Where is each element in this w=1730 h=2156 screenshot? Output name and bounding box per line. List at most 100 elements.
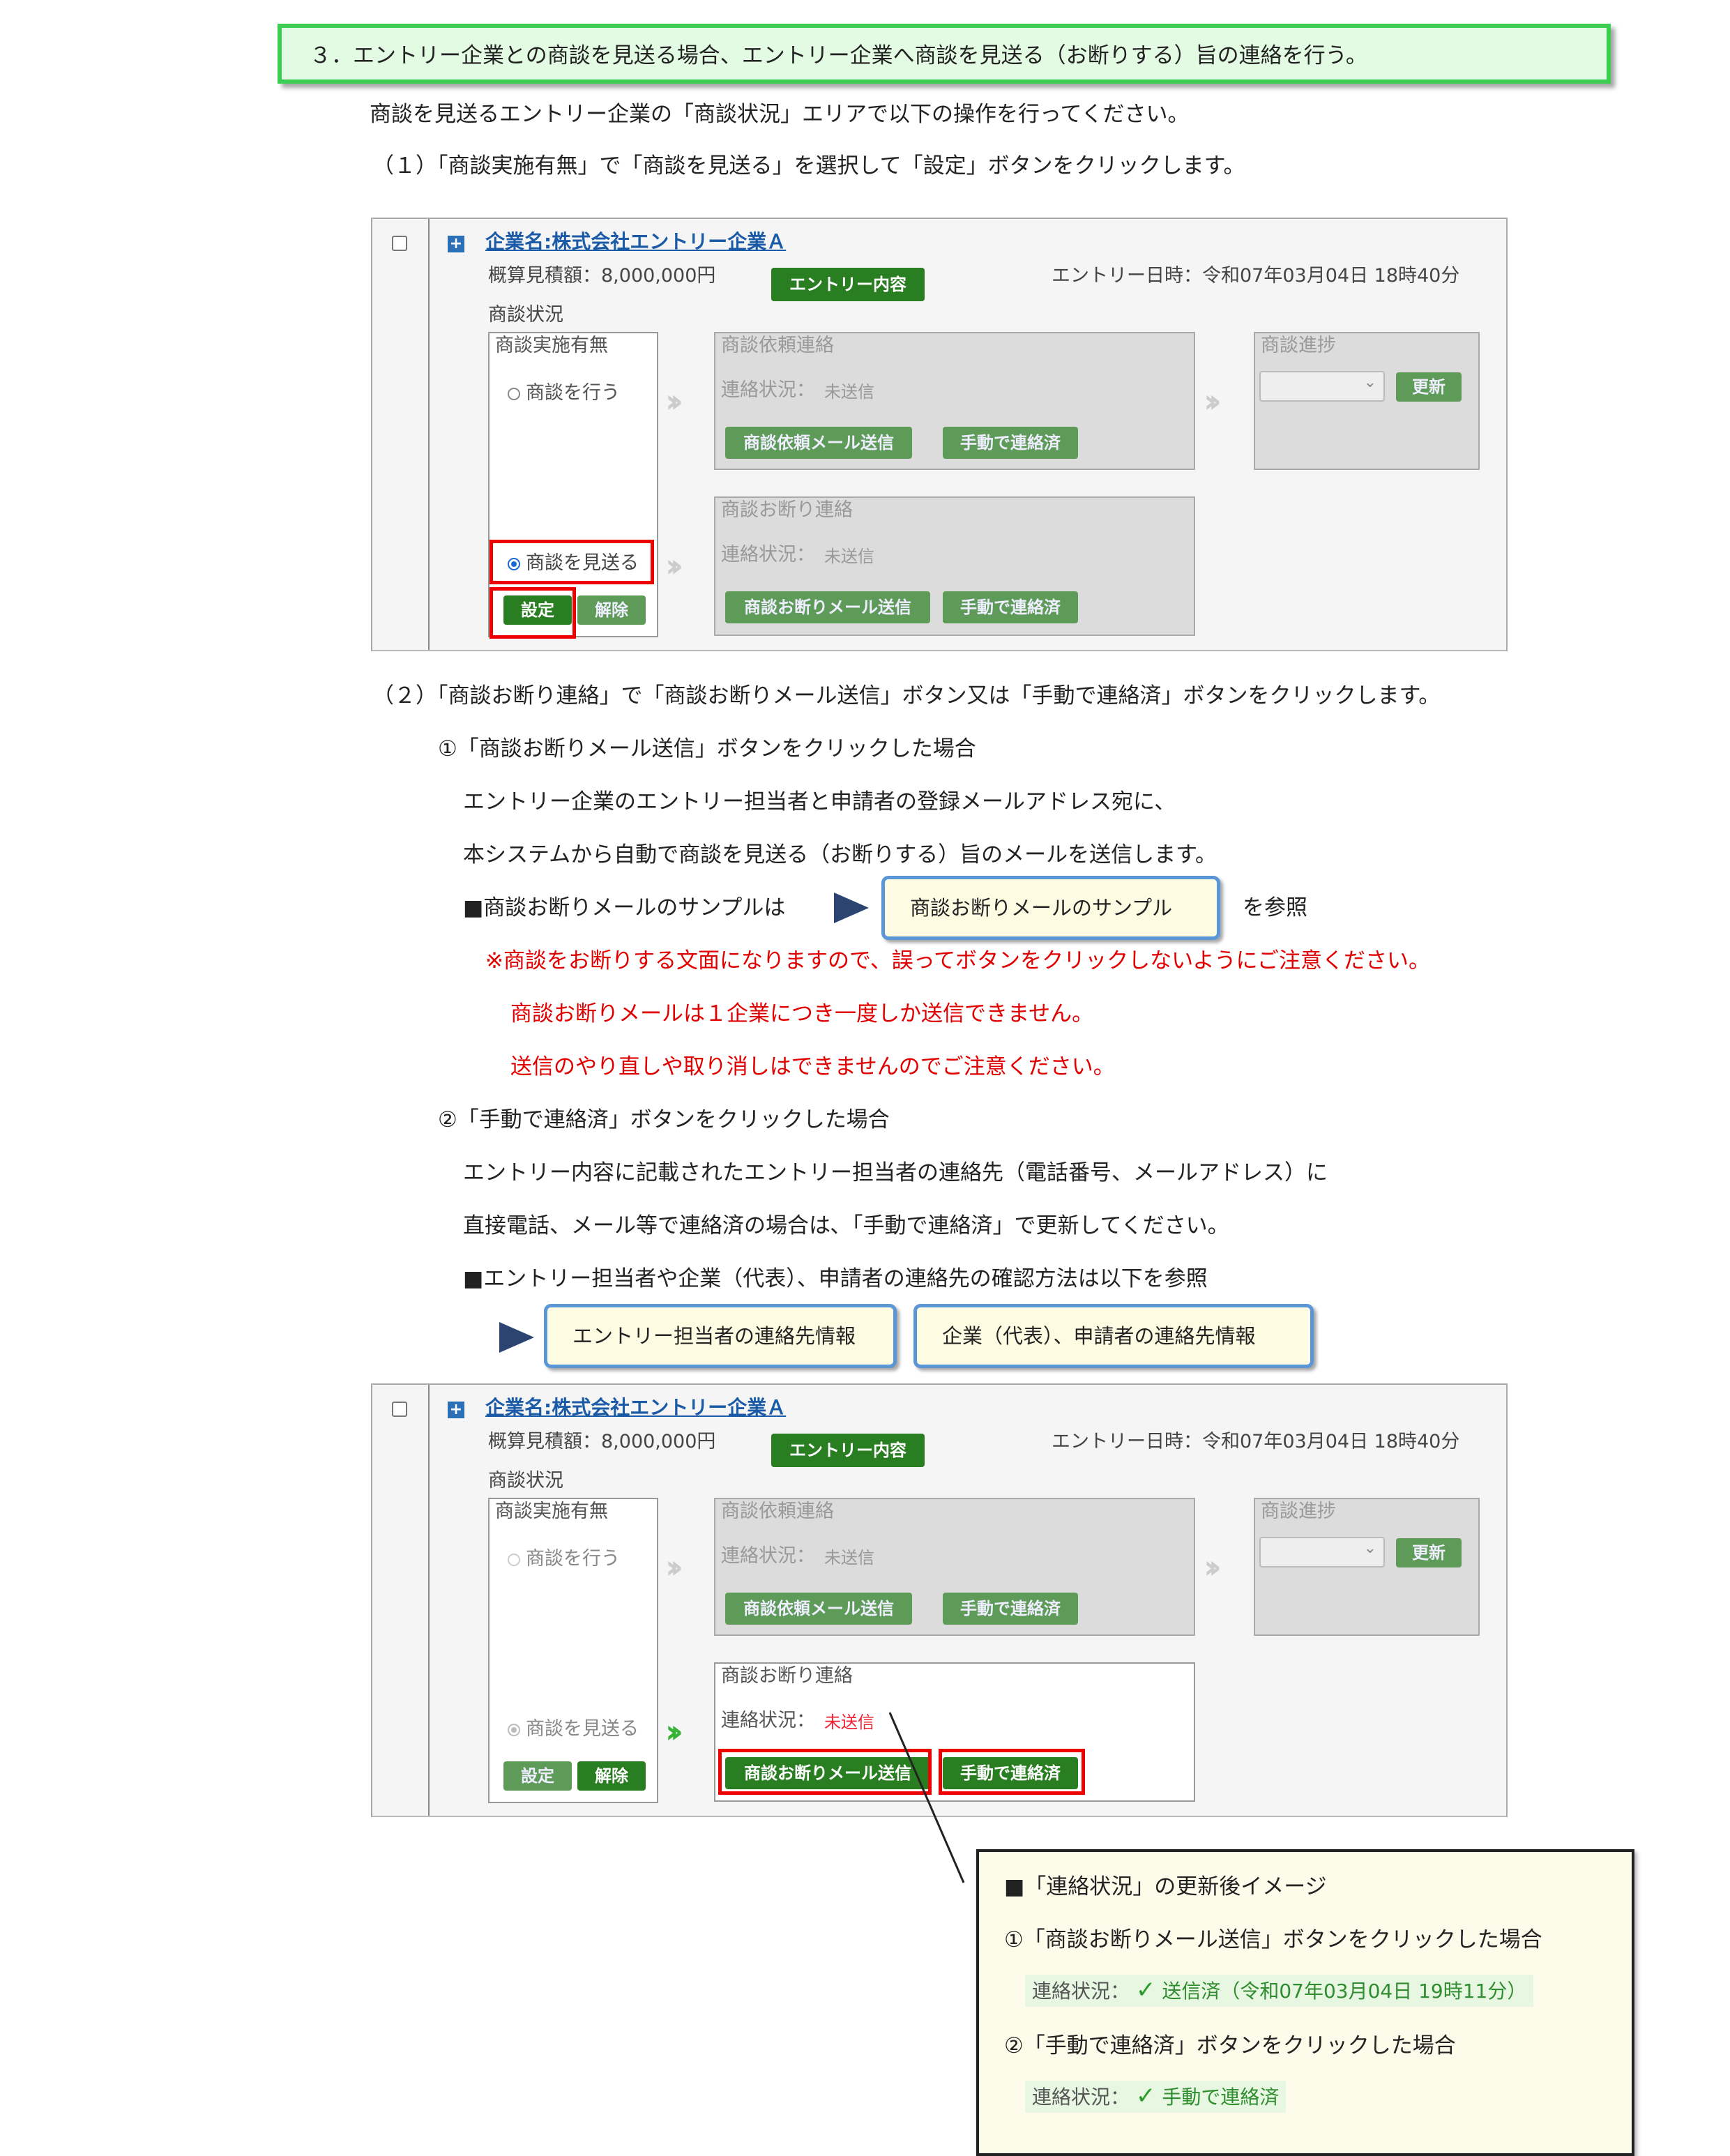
set-button: 設定 (503, 1761, 572, 1791)
cancel-button[interactable]: 解除 (577, 595, 646, 625)
radio-skip-label: 商談を見送る (526, 1718, 639, 1740)
status-sent-label: 連絡状況： (1032, 1980, 1130, 2003)
request-mail-button[interactable]: 商談依頼メール送信 (725, 427, 912, 459)
highlight-skip-radio (490, 540, 654, 584)
step2-text: （２）「商談お断り連絡」で「商談お断りメール送信」ボタン又は「手動で連絡済」ボタ… (372, 683, 1441, 708)
radio-do[interactable] (508, 388, 520, 400)
request-status-value: 未送信 (824, 1548, 874, 1567)
callout-title: ■「連絡状況」の更新後イメージ (1004, 1874, 1327, 1899)
radio-do-label: 商談を行う (526, 382, 620, 404)
sample-prefix: ■商談お断りメールのサンプルは (463, 895, 786, 920)
case2-title: ②「手動で連絡済」ボタンをクリックした場合 (438, 1107, 890, 1132)
request-manual-button: 手動で連絡済 (943, 1593, 1078, 1625)
progress-select[interactable] (1259, 371, 1385, 402)
estimate-text: 概算見積額：8,000,000円 (488, 1431, 716, 1452)
request-title: 商談依頼連絡 (721, 1501, 834, 1522)
request-manual-button[interactable]: 手動で連絡済 (943, 427, 1078, 459)
radio-skip[interactable] (508, 558, 520, 570)
update-button[interactable]: 更新 (1396, 372, 1462, 402)
estimate-text: 概算見積額：8,000,000円 (488, 265, 716, 287)
warning-2: 商談お断りメールは１企業につき一度しか送信できません。 (510, 1001, 1094, 1026)
expand-icon[interactable]: + (448, 1402, 464, 1418)
decline-box: 商談お断り連絡 連絡状況： 未送信 商談お断りメール送信 手動で連絡済 (714, 1662, 1195, 1802)
entry-contact-link[interactable]: エントリー担当者の連絡先情報 (544, 1304, 897, 1368)
case1-line1: エントリー企業のエントリー担当者と申請者の登録メールアドレス宛に、 (463, 789, 1176, 814)
request-status-value: 未送信 (824, 382, 874, 402)
section-heading: ３．エントリー企業との商談を見送る場合、エントリー企業へ商談を見送る（お断りする… (278, 24, 1611, 84)
step1-text: （１）「商談実施有無」で「商談を見送る」を選択して「設定」ボタンをクリックします… (372, 153, 1245, 179)
progress-box: 商談進捗 更新 (1254, 1498, 1480, 1636)
entry-date-text: エントリー日時：令和07年03月04日 18時40分 (1052, 265, 1460, 287)
status-area-label: 商談状況 (488, 1470, 563, 1491)
expand-icon[interactable]: + (448, 236, 464, 252)
decline-status-value: 未送信 (824, 1713, 874, 1732)
warning-1: ※商談をお断りする文面になりますので、誤ってボタンをクリックしないようにご注意く… (485, 948, 1430, 973)
row-checkbox[interactable] (392, 1402, 407, 1417)
panel-bottom-line (372, 1816, 1506, 1817)
row-checkbox[interactable] (392, 236, 407, 251)
contact-ref-text: ■エントリー担当者や企業（代表）、申請者の連絡先の確認方法は以下を参照 (463, 1266, 1208, 1291)
sample-suffix: を参照 (1243, 895, 1307, 920)
cancel-button[interactable]: 解除 (577, 1761, 646, 1791)
progress-title: 商談進捗 (1261, 335, 1336, 356)
highlight-set-button (490, 587, 576, 639)
callout-case2: ②「手動で連絡済」ボタンをクリックした場合 (1004, 2033, 1456, 2058)
highlight-decline-mail-button (718, 1749, 932, 1795)
status-panel-before: + 企業名:株式会社エントリー企業Ａ 概算見積額：8,000,000円 エントリ… (371, 218, 1508, 651)
company-link[interactable]: 企業名:株式会社エントリー企業Ａ (485, 230, 787, 253)
request-box: 商談依頼連絡 連絡状況： 未送信 商談依頼メール送信 手動で連絡済 (714, 332, 1195, 470)
update-button: 更新 (1396, 1538, 1462, 1567)
request-status-label: 連絡状況： (721, 1545, 815, 1567)
panel-divider (428, 1385, 430, 1817)
case1-line2: 本システムから自動で商談を見送る（お断りする）旨のメールを送信します。 (463, 842, 1217, 867)
pointer-triangle-icon (834, 893, 869, 923)
sample-mail-link[interactable]: 商談お断りメールのサンプル (881, 876, 1220, 940)
panel-divider (428, 219, 430, 651)
request-box: 商談依頼連絡 連絡状況： 未送信 商談依頼メール送信 手動で連絡済 (714, 1498, 1195, 1636)
company-link[interactable]: 企業名:株式会社エントリー企業Ａ (485, 1396, 787, 1419)
callout-case1: ①「商談お断りメール送信」ボタンをクリックした場合 (1004, 1927, 1542, 1952)
radio-do-label: 商談を行う (526, 1548, 620, 1570)
set-button[interactable]: 設定 (503, 595, 572, 625)
implement-title: 商談実施有無 (495, 335, 608, 356)
status-panel-after: + 企業名:株式会社エントリー企業Ａ 概算見積額：8,000,000円 エントリ… (371, 1383, 1508, 1817)
decline-manual-button[interactable]: 手動で連絡済 (943, 591, 1078, 623)
status-manual-value: 手動で連絡済 (1162, 2086, 1280, 2109)
implement-box: 商談実施有無 商談を行う 商談を見送る 設定 解除 (488, 1498, 658, 1803)
warning-3: 送信のやり直しや取り消しはできませんのでご注意ください。 (510, 1054, 1115, 1079)
decline-title: 商談お断り連絡 (721, 499, 853, 521)
request-title: 商談依頼連絡 (721, 335, 834, 356)
decline-manual-button[interactable]: 手動で連絡済 (943, 1757, 1078, 1789)
intro-text: 商談を見送るエントリー企業の「商談状況」エリアで以下の操作を行ってください。 (370, 102, 1190, 127)
decline-title: 商談お断り連絡 (721, 1665, 853, 1687)
decline-status-value: 未送信 (824, 547, 874, 566)
status-sent-row: 連絡状況： ✓ 送信済（令和07年03月04日 19時11分） (1025, 1975, 1534, 2007)
status-sent-value: 送信済（令和07年03月04日 19時11分） (1162, 1980, 1527, 2003)
highlight-manual-button (939, 1749, 1085, 1795)
implement-box: 商談実施有無 商談を行う 商談を見送る 設定 解除 (488, 332, 658, 637)
entry-date-text: エントリー日時：令和07年03月04日 18時40分 (1052, 1431, 1460, 1452)
entry-content-button[interactable]: エントリー内容 (771, 1434, 925, 1467)
check-icon: ✓ (1135, 1976, 1156, 2004)
pointer-triangle-icon (499, 1322, 534, 1353)
request-mail-button: 商談依頼メール送信 (725, 1593, 912, 1625)
status-manual-row: 連絡状況： ✓ 手動で連絡済 (1025, 2081, 1287, 2113)
case2-line2: 直接電話、メール等で連絡済の場合は､「手動で連絡済」で更新してください。 (463, 1213, 1229, 1238)
implement-title: 商談実施有無 (495, 1501, 608, 1522)
case2-line1: エントリー内容に記載されたエントリー担当者の連絡先（電話番号、メールアドレス）に (463, 1160, 1328, 1185)
status-area-label: 商談状況 (488, 304, 563, 326)
decline-mail-button[interactable]: 商談お断りメール送信 (725, 591, 930, 623)
entry-content-button[interactable]: エントリー内容 (771, 268, 925, 301)
progress-title: 商談進捗 (1261, 1501, 1336, 1522)
case1-title: ①「商談お断りメール送信」ボタンをクリックした場合 (438, 736, 976, 761)
status-manual-label: 連絡状況： (1032, 2086, 1130, 2109)
radio-skip (508, 1724, 520, 1736)
progress-box: 商談進捗 更新 (1254, 332, 1480, 470)
decline-mail-button[interactable]: 商談お断りメール送信 (725, 1757, 930, 1789)
company-contact-link[interactable]: 企業（代表）、申請者の連絡先情報 (913, 1304, 1314, 1368)
radio-do (508, 1554, 520, 1566)
progress-select (1259, 1537, 1385, 1567)
panel-bottom-line (372, 650, 1506, 651)
request-status-label: 連絡状況： (721, 379, 815, 401)
